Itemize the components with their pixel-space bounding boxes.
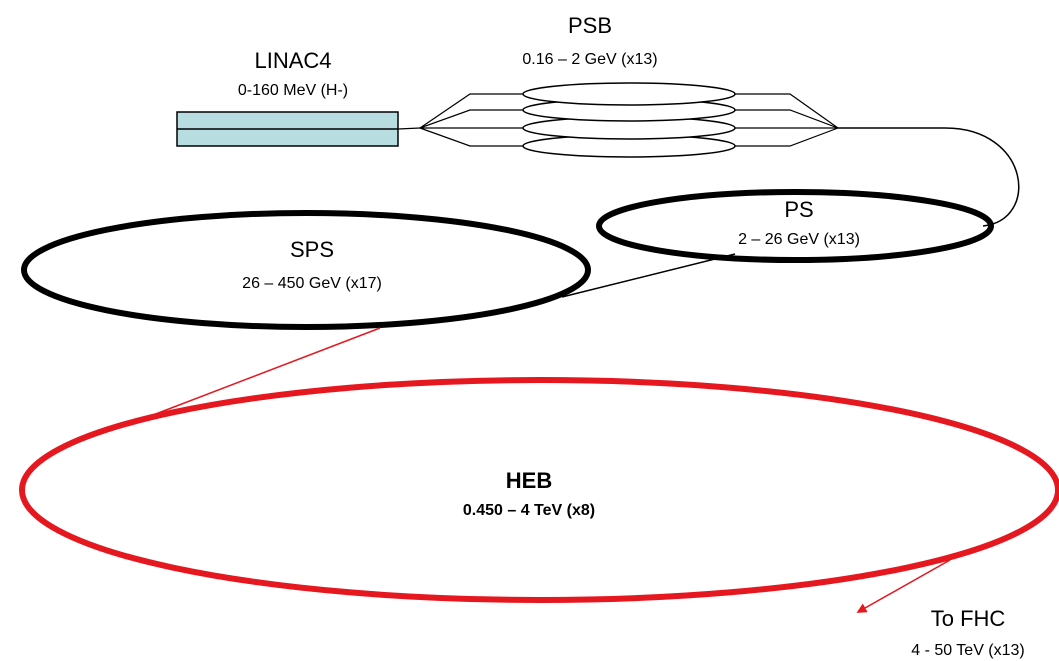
linac4-accelerator xyxy=(176,111,399,147)
psb-injection-lines xyxy=(397,93,839,147)
sps-energy: 26 – 450 GeV (x17) xyxy=(242,275,382,292)
ps-ring xyxy=(596,189,994,263)
heb-label: HEB xyxy=(506,468,552,493)
fhc-label: To FHC xyxy=(931,606,1006,631)
heb-to-fhc-arrow xyxy=(856,559,951,613)
sps-to-heb-line xyxy=(139,327,381,421)
psb-label: PSB xyxy=(568,13,612,38)
psb-to-ps-line xyxy=(838,127,1020,227)
fhc-energy: 4 - 50 TeV (x13) xyxy=(911,642,1025,659)
sps-label: SPS xyxy=(290,237,334,262)
sps-ring xyxy=(21,210,591,330)
ps-energy: 2 – 26 GeV (x13) xyxy=(738,231,860,248)
ps-to-sps-line xyxy=(561,253,736,298)
psb-ring-1 xyxy=(522,82,736,106)
ps-label: PS xyxy=(784,197,813,222)
heb-ring xyxy=(19,377,1059,603)
heb-energy: 0.450 – 4 TeV (x8) xyxy=(463,502,595,519)
linac4-label: LINAC4 xyxy=(254,48,331,73)
linac4-energy: 0-160 MeV (H-) xyxy=(238,82,348,99)
psb-energy: 0.16 – 2 GeV (x13) xyxy=(522,51,657,68)
psb-rings xyxy=(522,82,736,158)
